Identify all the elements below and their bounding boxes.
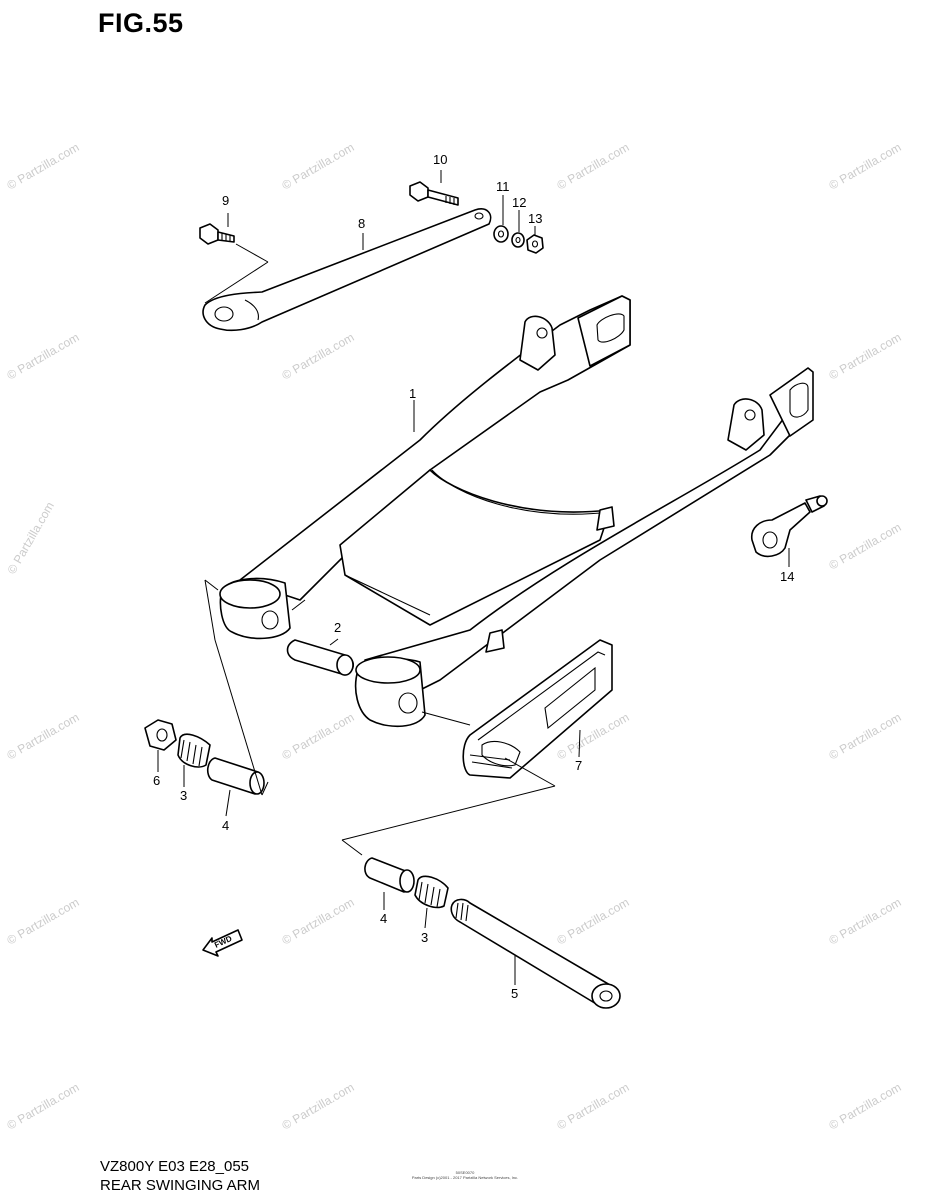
watermark: © Partzilla.com xyxy=(5,895,82,948)
pivot-nut-6[interactable] xyxy=(144,719,177,751)
chain-adjuster-14[interactable] xyxy=(750,495,828,558)
callout-3[interactable]: 3 xyxy=(421,930,428,945)
callout-labels: 1 2 3 3 4 4 5 6 7 8 9 10 11 12 13 14 xyxy=(153,152,794,1001)
spacer-4-lower[interactable] xyxy=(364,857,415,893)
watermark: © Partzilla.com xyxy=(5,140,82,193)
callout-2[interactable]: 2 xyxy=(334,620,341,635)
watermark: © Partzilla.com xyxy=(5,1080,82,1133)
nut-13[interactable] xyxy=(526,234,544,254)
bolt-10[interactable] xyxy=(409,181,459,206)
figure-title: FIG.55 xyxy=(98,8,184,38)
callout-10[interactable]: 10 xyxy=(433,152,447,167)
callout-11[interactable]: 11 xyxy=(496,179,510,194)
model-code: VZ800Y E03 E28_055 xyxy=(100,1158,250,1175)
watermark: © Partzilla.com xyxy=(280,895,357,948)
spacer-4[interactable] xyxy=(206,757,265,795)
callout-12[interactable]: 12 xyxy=(512,195,526,210)
needle-bearing-3[interactable] xyxy=(177,733,211,768)
lock-washer-12[interactable] xyxy=(511,232,525,248)
callout-3[interactable]: 3 xyxy=(180,788,187,803)
callout-13[interactable]: 13 xyxy=(528,211,542,226)
callout-1[interactable]: 1 xyxy=(409,386,416,401)
callout-14[interactable]: 14 xyxy=(780,569,794,584)
watermark: © Partzilla.com xyxy=(827,710,904,763)
watermark: © Partzilla.com xyxy=(555,895,632,948)
copyright-note: 50SE0070 Parts Design (c)2001 - 2017 Par… xyxy=(400,1170,530,1180)
watermark: © Partzilla.com xyxy=(280,710,357,763)
drawing-code: 50SE0070 xyxy=(455,1170,475,1175)
bolt-9[interactable] xyxy=(199,223,235,245)
watermark: © Partzilla.com xyxy=(827,1080,904,1133)
washer-11[interactable] xyxy=(493,225,509,243)
pivot-shaft-5[interactable] xyxy=(450,898,621,1009)
fwd-arrow-icon: FWD xyxy=(202,929,243,957)
figure-caption: REAR SWINGING ARM xyxy=(100,1177,261,1194)
callout-5[interactable]: 5 xyxy=(511,986,518,1001)
callout-8[interactable]: 8 xyxy=(358,216,365,231)
watermark: © Partzilla.com xyxy=(280,1080,357,1133)
watermark: © Partzilla.com xyxy=(827,330,904,383)
watermark: © Partzilla.com xyxy=(827,140,904,193)
watermark: © Partzilla.com xyxy=(5,330,82,383)
callout-6[interactable]: 6 xyxy=(153,773,160,788)
chain-case-7[interactable] xyxy=(462,639,613,779)
watermark: © Partzilla.com xyxy=(5,710,82,763)
callout-9[interactable]: 9 xyxy=(222,193,229,208)
watermark: © Partzilla.com xyxy=(280,140,357,193)
rights-text: Parts Design (c)2001 - 2017 Partzilla Ne… xyxy=(411,1175,519,1180)
watermark: © Partzilla.com xyxy=(555,140,632,193)
watermark: © Partzilla.com xyxy=(827,520,904,573)
needle-bearing-3-lower[interactable] xyxy=(414,875,449,909)
callout-4[interactable]: 4 xyxy=(222,818,229,833)
torque-link-rod[interactable] xyxy=(202,208,492,332)
watermark: © Partzilla.com xyxy=(555,1080,632,1133)
swing-arm[interactable] xyxy=(219,295,814,728)
watermark: © Partzilla.com xyxy=(4,499,57,576)
watermark: © Partzilla.com xyxy=(827,895,904,948)
callout-4[interactable]: 4 xyxy=(380,911,387,926)
pivot-bushing-2[interactable] xyxy=(286,639,355,676)
callout-7[interactable]: 7 xyxy=(575,758,582,773)
leader-lines xyxy=(157,170,790,985)
watermark: © Partzilla.com xyxy=(280,330,357,383)
